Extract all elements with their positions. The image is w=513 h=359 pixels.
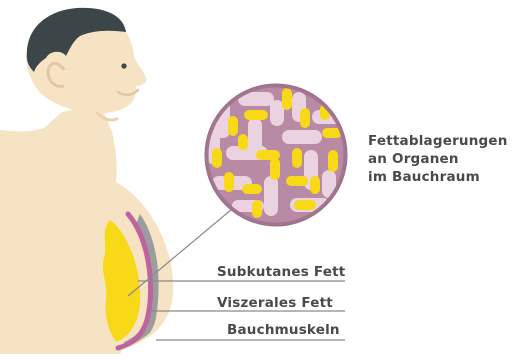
label-abdominal-muscles: Bauchmuskeln bbox=[227, 322, 340, 338]
label-organ-fat-line-3: im Bauchraum bbox=[368, 168, 508, 186]
person-illustration bbox=[0, 8, 173, 354]
label-subcutaneous-fat: Subkutanes Fett bbox=[217, 264, 345, 280]
label-organ-fat-line-2: an Organen bbox=[368, 150, 508, 168]
label-organ-fat-line-1: Fettablagerungen bbox=[368, 132, 508, 150]
label-visceral-fat: Viszerales Fett bbox=[217, 295, 333, 311]
eye bbox=[121, 63, 126, 68]
magnifier-circle bbox=[206, 85, 348, 225]
label-organ-fat: Fettablagerungen an Organen im Bauchraum bbox=[368, 132, 508, 186]
